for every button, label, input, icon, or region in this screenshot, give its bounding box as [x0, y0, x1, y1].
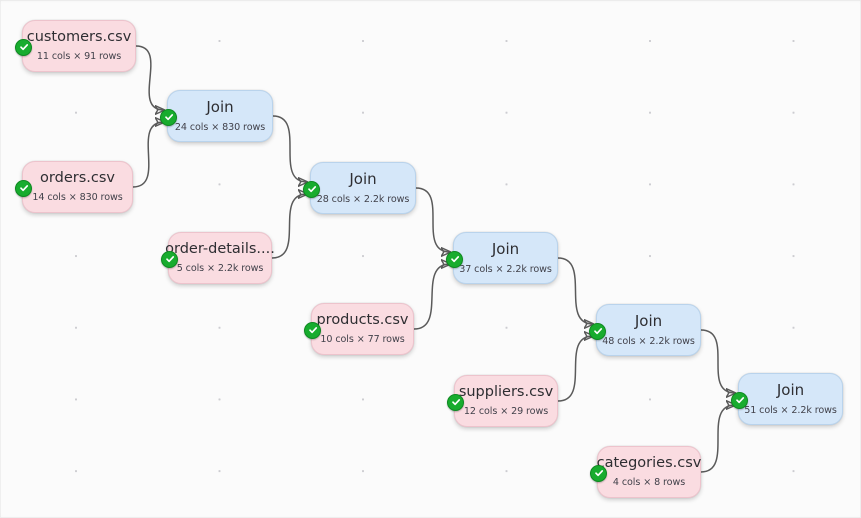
- status-ok-check-icon: [15, 38, 32, 56]
- edge-products-to-join3[interactable]: [413, 264, 450, 330]
- node-stats: 11 cols × 91 rows: [36, 51, 122, 63]
- node-stats: 24 cols × 830 rows: [174, 121, 266, 133]
- status-ok-check-icon: [161, 250, 178, 268]
- edge-join2-to-join3[interactable]: [415, 187, 450, 252]
- node-categories[interactable]: categories.csv 4 cols × 8 rows: [590, 446, 702, 498]
- node-stats: 4 cols × 8 rows: [612, 477, 686, 489]
- edge-suppliers-to-join4[interactable]: [557, 336, 593, 402]
- node-join3[interactable]: Join 37 cols × 2.2k rows: [446, 232, 558, 284]
- edge-order_details-to-join2[interactable]: [271, 194, 307, 259]
- edge-customers-to-join1[interactable]: [135, 45, 164, 110]
- node-stats: 51 cols × 2.2k rows: [744, 404, 837, 416]
- node-join4[interactable]: Join 48 cols × 2.2k rows: [589, 304, 701, 356]
- status-ok-check-icon: [446, 250, 463, 268]
- node-products[interactable]: products.csv 10 cols × 77 rows: [304, 303, 414, 355]
- node-suppliers[interactable]: suppliers.csv 12 cols × 29 rows: [447, 375, 558, 427]
- node-title: Join: [776, 381, 805, 400]
- edge-join4-to-join5[interactable]: [700, 329, 735, 393]
- node-stats: 5 cols × 2.2k rows: [176, 263, 264, 275]
- status-ok-check-icon: [590, 464, 607, 482]
- node-stats: 48 cols × 2.2k rows: [602, 335, 695, 347]
- edge-orders-to-join1[interactable]: [132, 122, 164, 188]
- node-stats: 14 cols × 830 rows: [32, 192, 123, 204]
- status-ok-check-icon: [303, 180, 320, 198]
- node-join2[interactable]: Join 28 cols × 2.2k rows: [303, 162, 416, 214]
- edge-join3-to-join4[interactable]: [557, 257, 593, 324]
- node-order_details[interactable]: order-details.... 5 cols × 2.2k rows: [161, 232, 275, 284]
- node-title: suppliers.csv: [458, 383, 554, 400]
- node-title: customers.csv: [26, 28, 132, 45]
- node-title: Join: [491, 240, 520, 259]
- node-title: Join: [634, 312, 663, 331]
- node-customers[interactable]: customers.csv 11 cols × 91 rows: [15, 20, 136, 72]
- node-stats: 37 cols × 2.2k rows: [459, 263, 552, 275]
- status-ok-check-icon: [589, 322, 606, 340]
- edge-join1-to-join2[interactable]: [272, 115, 307, 182]
- node-join5[interactable]: Join 51 cols × 2.2k rows: [731, 373, 843, 425]
- node-stats: 28 cols × 2.2k rows: [316, 193, 410, 205]
- node-title: orders.csv: [40, 169, 115, 186]
- status-ok-check-icon: [15, 179, 32, 197]
- node-title: order-details....: [165, 240, 275, 257]
- node-orders[interactable]: orders.csv 14 cols × 830 rows: [15, 161, 133, 213]
- node-title: categories.csv: [596, 454, 702, 471]
- node-title: Join: [206, 98, 234, 117]
- edge-categories-to-join5[interactable]: [700, 405, 735, 473]
- node-title: products.csv: [316, 311, 409, 328]
- node-stats: 12 cols × 29 rows: [463, 406, 549, 418]
- node-join1[interactable]: Join 24 cols × 830 rows: [160, 90, 273, 142]
- node-stats: 10 cols × 77 rows: [320, 334, 405, 346]
- status-ok-check-icon: [731, 391, 748, 409]
- status-ok-check-icon: [160, 108, 177, 126]
- status-ok-check-icon: [447, 393, 464, 411]
- status-ok-check-icon: [304, 321, 321, 339]
- node-title: Join: [349, 170, 377, 189]
